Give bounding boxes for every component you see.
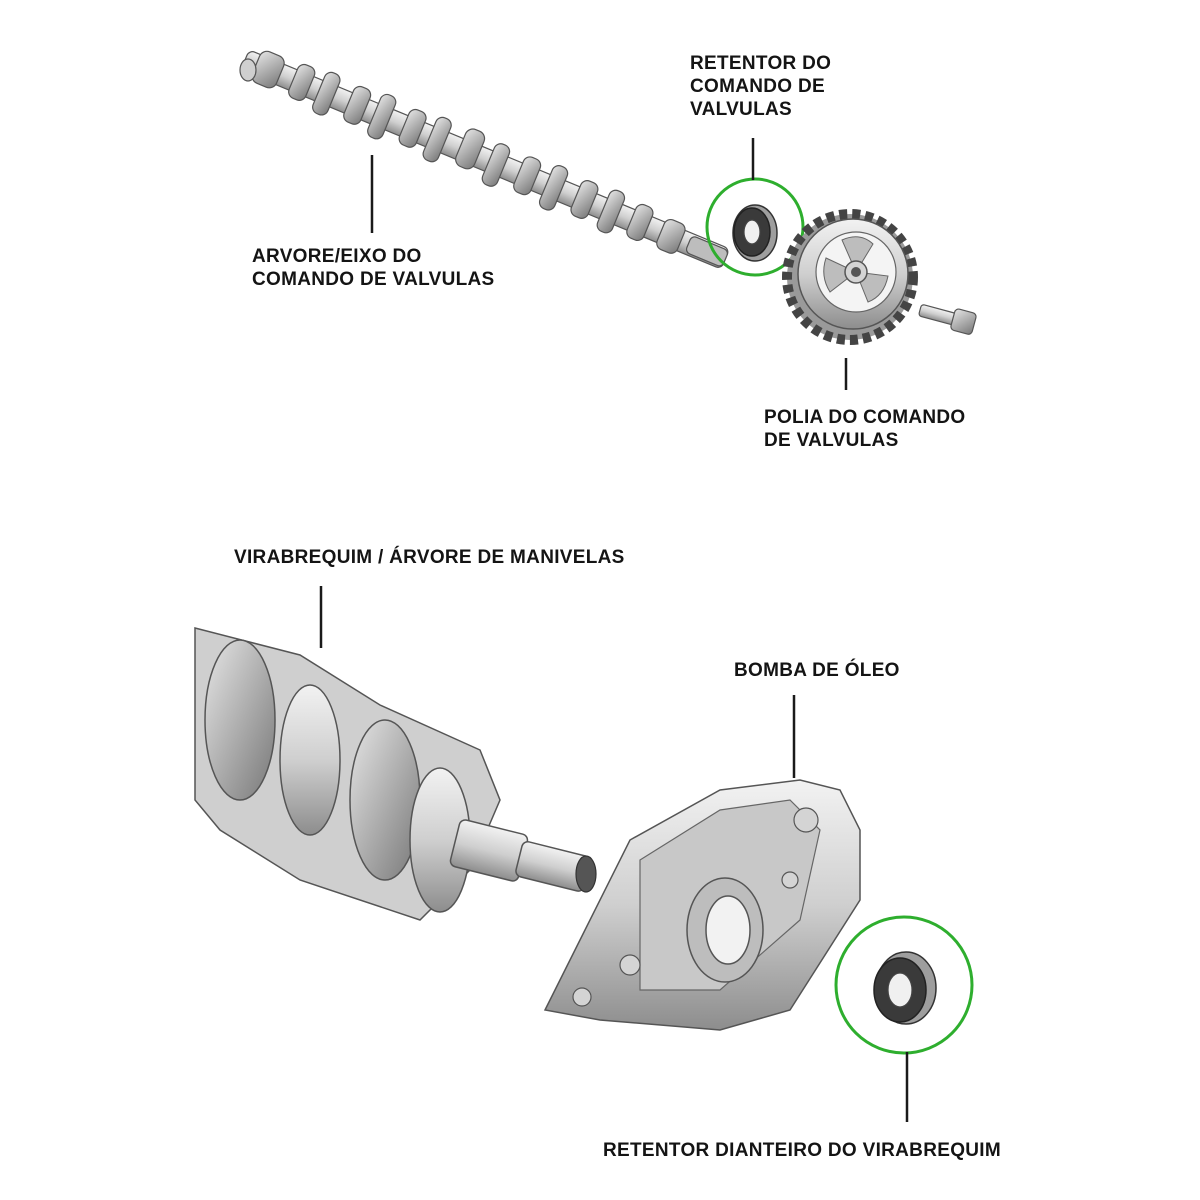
label-camshaft: ARVORE/EIXO DO COMANDO DE VALVULAS <box>252 245 495 291</box>
label-cam-pulley-line2: DE VALVULAS <box>764 430 899 451</box>
oil-pump <box>543 779 861 1031</box>
camshaft-seal <box>732 204 778 262</box>
label-camshaft-seal-line2: COMANDO DE <box>690 76 825 97</box>
label-camshaft-seal-line1: RETENTOR DO <box>690 53 832 74</box>
camshaft-seal-highlight-ring <box>705 177 805 277</box>
pulley-bolt <box>918 304 977 335</box>
label-oil-pump: BOMBA DE ÓLEO <box>734 659 900 682</box>
label-crankshaft-text: VIRABREQUIM / ÁRVORE DE MANIVELAS <box>234 547 625 568</box>
camshaft <box>239 50 729 268</box>
camshaft-lobes <box>251 50 686 254</box>
camshaft-pulley <box>782 209 918 345</box>
crankshaft-seal-highlight-ring <box>834 915 974 1055</box>
crankshaft-seal <box>873 951 937 1025</box>
label-camshaft-line1: ARVORE/EIXO DO <box>252 246 422 267</box>
label-camshaft-seal: RETENTOR DO COMANDO DE VALVULAS <box>690 52 831 121</box>
label-cam-pulley-line1: POLIA DO COMANDO <box>764 407 966 428</box>
label-camshaft-seal-line3: VALVULAS <box>690 99 792 120</box>
label-camshaft-line2: COMANDO DE VALVULAS <box>252 269 495 290</box>
label-crank-seal: RETENTOR DIANTEIRO DO VIRABREQUIM <box>603 1139 1001 1162</box>
camshaft-end <box>239 58 257 82</box>
label-crank-seal-text: RETENTOR DIANTEIRO DO VIRABREQUIM <box>603 1140 1002 1161</box>
crankshaft <box>194 627 597 921</box>
label-crankshaft: VIRABREQUIM / ÁRVORE DE MANIVELAS <box>234 546 625 569</box>
label-oil-pump-text: BOMBA DE ÓLEO <box>734 660 900 681</box>
label-cam-pulley: POLIA DO COMANDO DE VALVULAS <box>764 406 965 452</box>
